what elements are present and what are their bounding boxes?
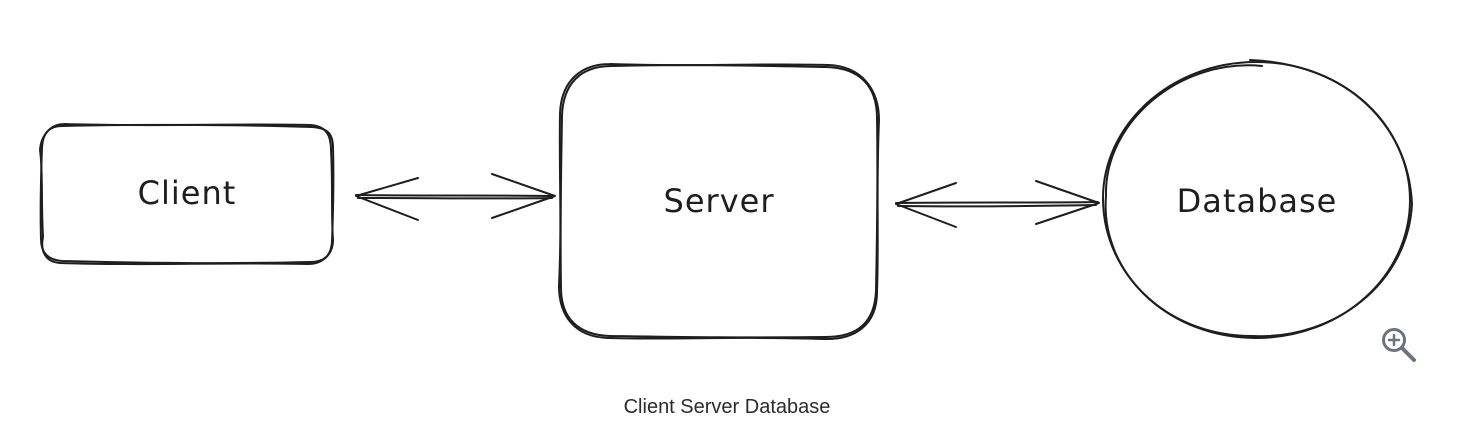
database-ellipse-outline-second-stroke xyxy=(1104,59,1413,338)
zoom-button[interactable] xyxy=(1378,324,1420,366)
node-database: Database xyxy=(1101,59,1413,339)
client-box-outline-second-stroke xyxy=(39,123,334,266)
client-box-outline xyxy=(39,123,335,265)
server-box-outline-second-stroke xyxy=(558,63,880,341)
edge-server-database-shaft-second-stroke xyxy=(897,204,1097,208)
figure-caption: Client Server Database xyxy=(623,396,831,418)
node-client: Client xyxy=(39,123,335,266)
edge-client-server-arrowhead-left xyxy=(355,177,419,221)
diagram-canvas: Client Server Database xyxy=(39,59,1413,341)
edge-server-database-arrowhead-left xyxy=(895,182,957,228)
node-server: Server xyxy=(558,63,880,341)
database-label: Database xyxy=(1177,182,1338,220)
edge-client-server-arrowhead-right xyxy=(491,173,556,219)
edge-server-database-shaft xyxy=(895,201,1099,204)
edge-client-server-shaft xyxy=(355,194,555,197)
edge-client-server xyxy=(355,173,556,221)
client-label: Client xyxy=(138,174,237,212)
edge-server-database xyxy=(895,180,1100,228)
edge-server-database-arrowhead-right xyxy=(1035,180,1100,225)
zoom-in-icon xyxy=(1382,328,1416,362)
server-label: Server xyxy=(664,182,775,220)
